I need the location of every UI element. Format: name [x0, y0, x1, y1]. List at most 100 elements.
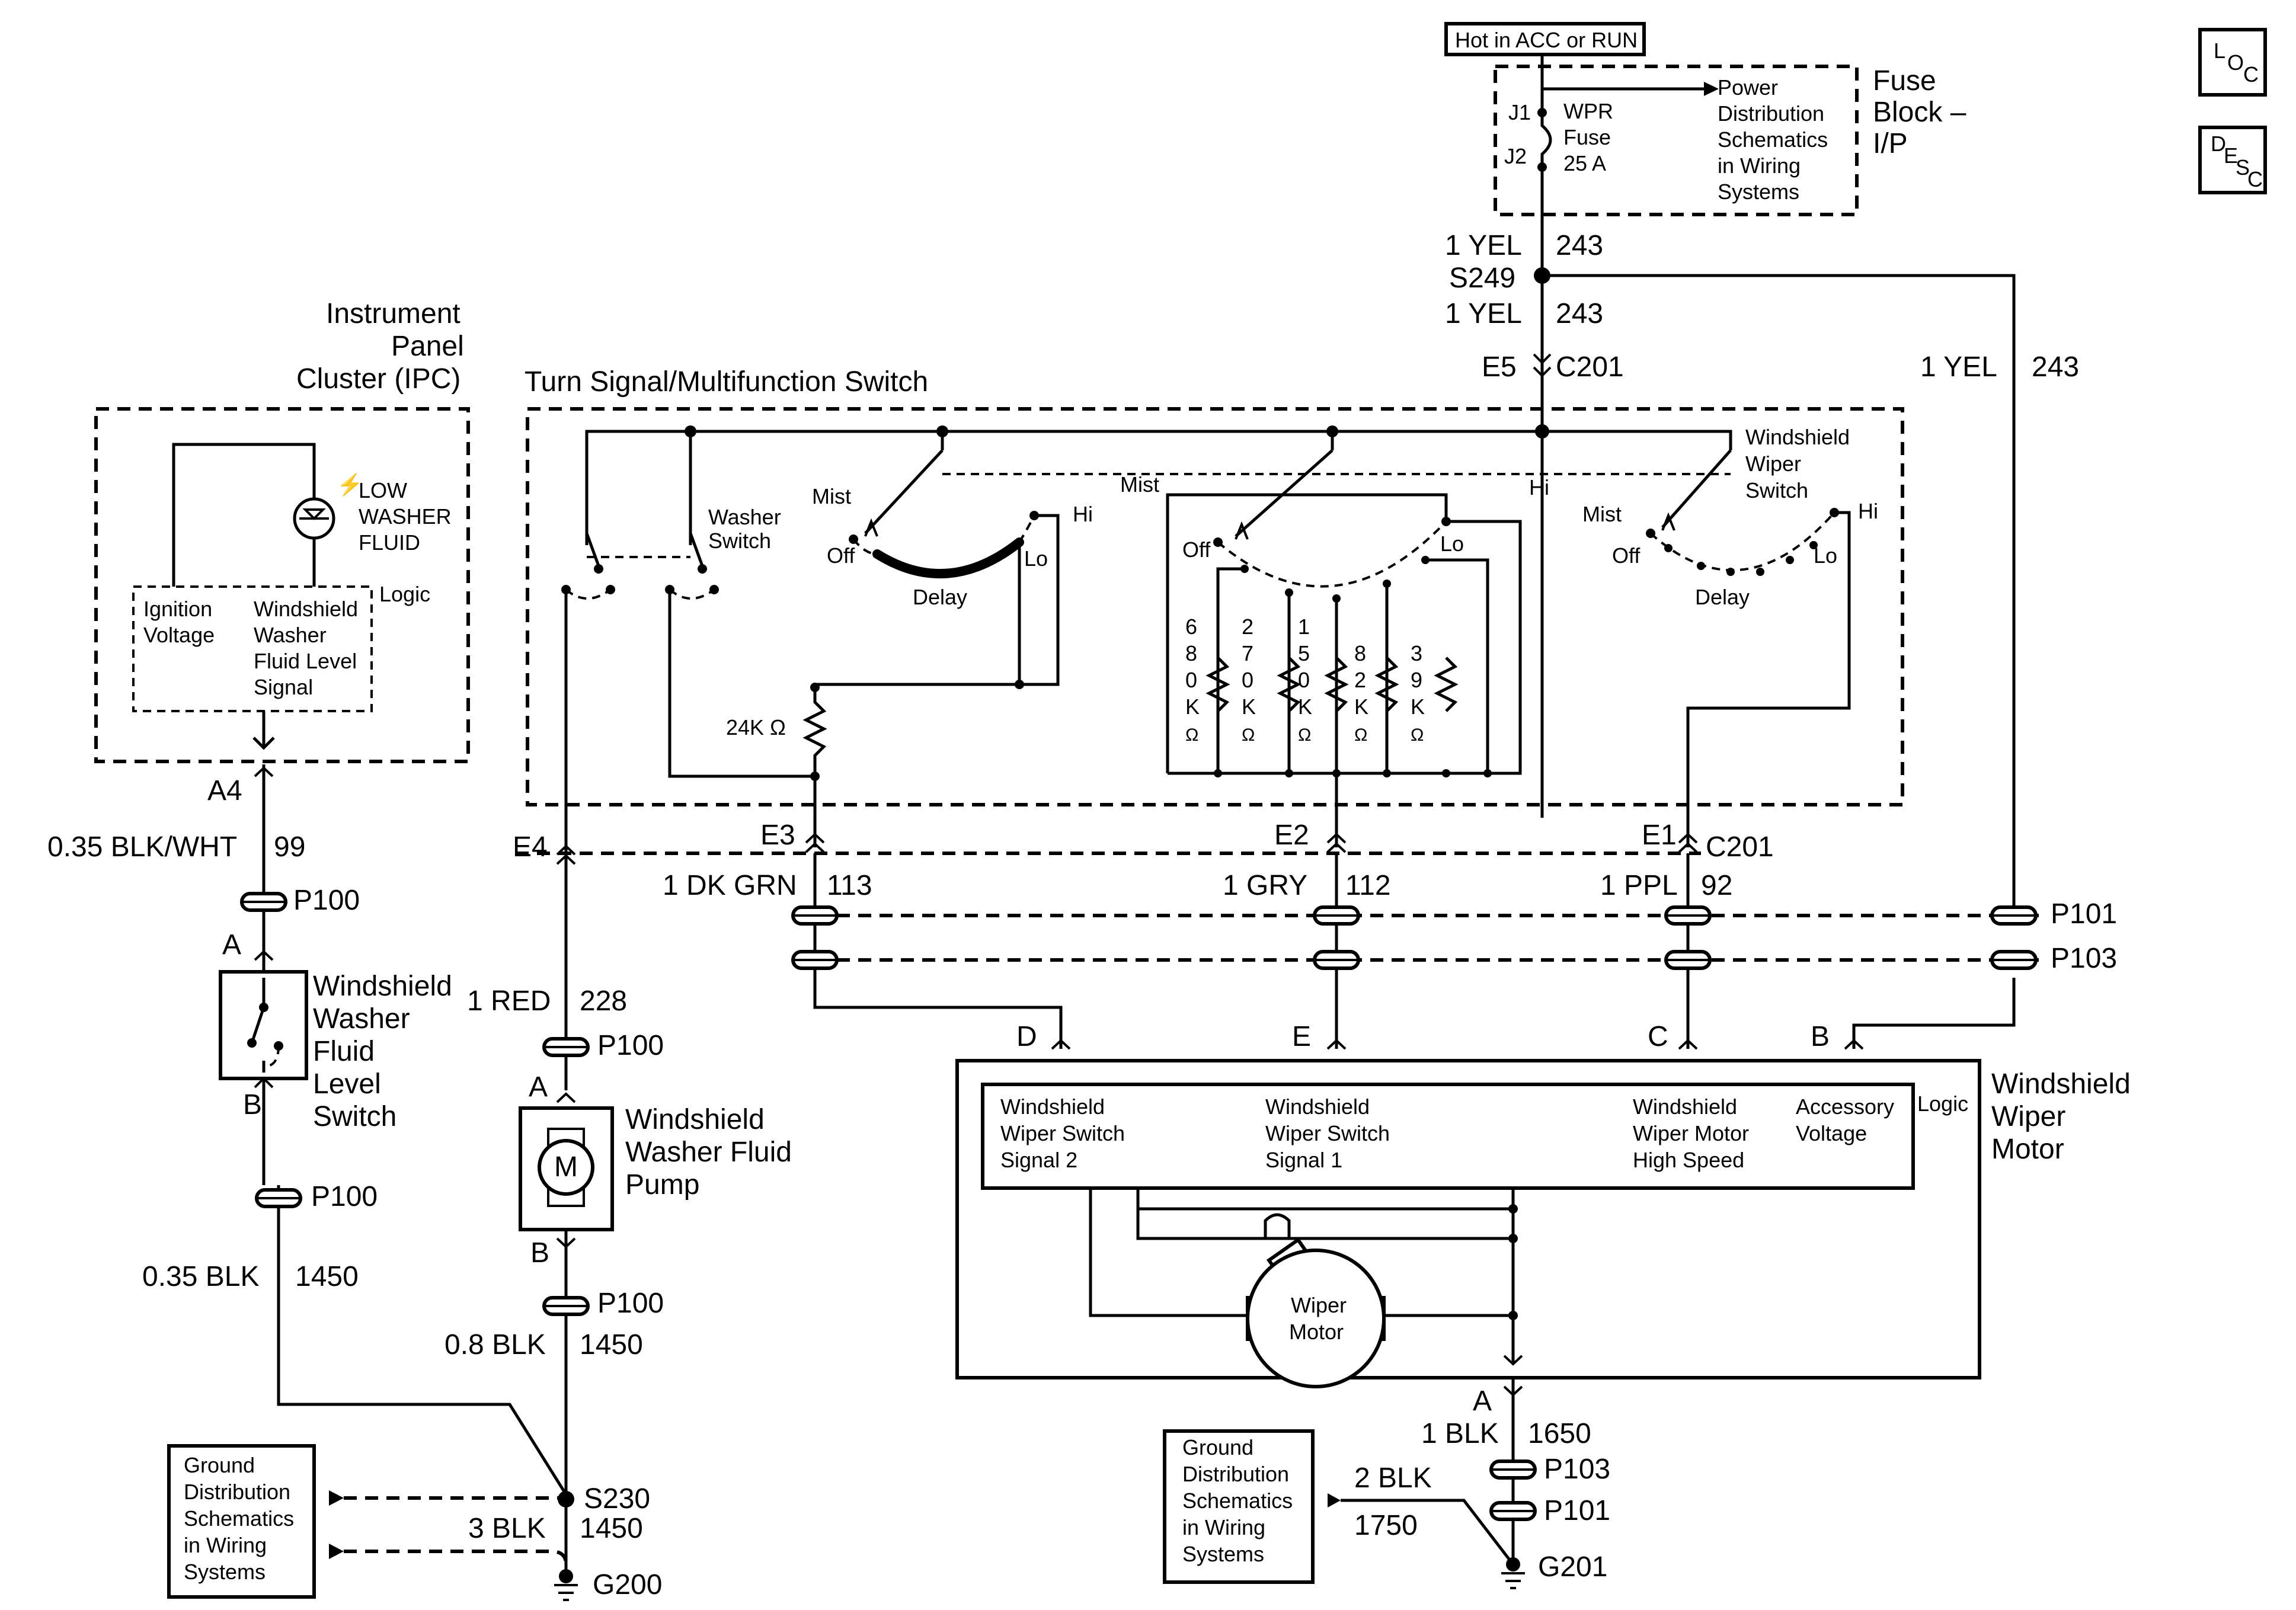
wires-c1450b-label: 1450: [580, 1329, 643, 1361]
hot-label: Hot in ACC or RUN: [1455, 28, 1638, 52]
wires-c99-label: 99: [274, 831, 305, 863]
ground-right-t5-label: Systems: [1182, 1542, 1264, 1566]
j2-label: J2: [1504, 144, 1527, 168]
multifunction-wiper-1-label: Windshield: [1745, 425, 1850, 449]
j1-label: J1: [1508, 100, 1531, 124]
resistor-ladder: 6 8 0 K Ω 2 7 0 K Ω 1 5 0 K Ω 8 2 K Ω 3 …: [1185, 614, 1459, 745]
label-label: O: [2227, 50, 2244, 75]
multifunction-r1-0-label: 6: [1185, 614, 1197, 639]
multifunction-r2-3-label: K: [1242, 694, 1256, 719]
wiper-motor-title-2-label: Wiper: [1991, 1101, 2065, 1132]
pump-pin-b-label: B: [530, 1237, 549, 1269]
multifunction-delay-label: Delay: [913, 585, 967, 609]
instrument-panel-cluster: Instrument Panel Cluster (IPC) ⚡ LOW WAS…: [94, 298, 470, 763]
multifunction-r1-2-label: 0: [1185, 668, 1197, 692]
multifunction-off-label: Off: [1612, 543, 1641, 568]
splice-s249: S249: [1449, 263, 1515, 294]
wiper-motor-acc-1-label: Accessory: [1796, 1094, 1894, 1119]
resistor-24k: 24K Ω: [726, 715, 786, 740]
label-label: S: [2236, 155, 2250, 180]
feed-pin-label: E5: [1482, 351, 1517, 383]
connectors-p103-label: P103: [2051, 943, 2117, 974]
ipc-ign-1-label: Ignition: [143, 597, 212, 621]
p101-p103-connectors: P101 P103: [791, 898, 2117, 974]
wiper-motor-title-3-label: Motor: [1991, 1134, 2064, 1165]
wire-243-accessory: [1542, 274, 2016, 1049]
wires-c92-label: 92: [1701, 870, 1732, 901]
wire-1650: A 1 BLK 1650 P103 P101 G201: [1421, 1378, 1610, 1589]
wires-w112-label: 1 GRY: [1223, 870, 1307, 901]
wiper-motor-s1-1-label: Windshield: [1265, 1094, 1370, 1119]
wiper-motor-s2-3-label: Signal 2: [1000, 1148, 1077, 1172]
connectors-c201-label: C201: [1706, 831, 1774, 863]
wiper-motor-s2-1-label: Windshield: [1000, 1094, 1105, 1119]
multifunction-lo-label: Lo: [1024, 546, 1048, 571]
multifunction-r2-1-label: 7: [1242, 641, 1253, 665]
wires-w113-label: 1 DK GRN: [663, 870, 797, 901]
ground-distribution-right: Ground Distribution Schematics in Wiring…: [1163, 1429, 1514, 1584]
desc-button[interactable]: D E S C: [2198, 126, 2267, 194]
pump-pin-a-label: A: [529, 1071, 548, 1103]
wires-c112-label: 112: [1345, 870, 1391, 901]
feed-wire-right-label: 1 YEL: [1920, 351, 1997, 383]
splice-s230: S230: [584, 1483, 650, 1515]
wires-w1450a-label: 0.35 BLK: [142, 1261, 259, 1292]
fuse-block-title-3: I/P: [1873, 128, 1908, 159]
multifunction-mist-label: Mist: [812, 484, 851, 508]
ground-distribution-left: Ground Distribution Schematics in Wiring…: [167, 1444, 568, 1599]
wiper-motor-motor-1-label: Wiper: [1291, 1293, 1347, 1317]
ipc-sig-2-label: Washer: [254, 623, 327, 647]
multifunction-washer-2-label: Switch: [708, 529, 771, 553]
ipc-lamp-3-label: FLUID: [359, 530, 420, 555]
wiper-motor-pin-a-label: A: [1473, 1385, 1492, 1417]
connectors-p100-label: P100: [597, 1030, 664, 1061]
ground-left-t4-label: in Wiring: [184, 1533, 267, 1557]
wires-w1450c-label: 3 BLK: [468, 1513, 546, 1544]
washer-fluid-pump: M Windshield Washer Fluid Pump B: [519, 1104, 792, 1269]
multifunction-mist-label: Mist: [1582, 502, 1622, 526]
ground-left-t1-label: Ground: [184, 1453, 255, 1477]
ground-right-t2-label: Distribution: [1182, 1462, 1289, 1486]
pump-t3-label: Pump: [625, 1169, 699, 1201]
wiper-motor-hs-1-label: Windshield: [1633, 1094, 1737, 1119]
pump-motor-icon: M: [554, 1151, 578, 1183]
connectors-p103-label: P103: [1544, 1454, 1610, 1485]
wiper-motor-hs-3-label: High Speed: [1633, 1148, 1744, 1172]
multifunction-r4-1-label: 2: [1354, 668, 1366, 692]
ground-right-t3-label: Schematics: [1182, 1489, 1293, 1513]
ipc-logic-label: Logic: [379, 582, 430, 606]
feed-circuit-right-label: 243: [2032, 351, 2079, 383]
power-ref-2: Distribution: [1718, 101, 1824, 126]
wire-1450-left: P100 0.35 BLK 1450: [142, 1077, 571, 1500]
wires-c113-label: 113: [827, 870, 872, 901]
wires-w1650-label: 1 BLK: [1421, 1418, 1499, 1449]
wiper-motor-hs-2-label: Wiper Motor: [1633, 1121, 1749, 1145]
connectors-e4-label: E4: [513, 831, 548, 863]
multifunction-r5-2-label: K: [1411, 694, 1425, 719]
multifunction-hi-label: Hi: [1529, 475, 1549, 500]
ipc-title-1-label: Instrument: [326, 298, 461, 329]
label-label: C: [2247, 167, 2263, 191]
loc-button[interactable]: L O C: [2198, 28, 2267, 97]
fuse-rating: 25 A: [1563, 151, 1606, 175]
ground-g200: G200: [593, 1569, 662, 1601]
level-switch-pin-a-label: A: [222, 929, 241, 961]
connectors-p101-label: P101: [2051, 898, 2117, 930]
label-label: L: [2214, 39, 2225, 63]
multifunction-r2-0-label: 2: [1242, 614, 1253, 639]
wires-c1750-label: 1750: [1354, 1510, 1418, 1541]
feed-conn-label: C201: [1556, 351, 1624, 383]
wiper-motor-pin-e-label: E: [1292, 1021, 1311, 1052]
power-ref-1: Power: [1718, 75, 1778, 100]
multifunction-washer-1-label: Washer: [708, 505, 781, 529]
multifunction-mist-label: Mist: [1120, 472, 1159, 497]
wiper-motor-motor-2-label: Motor: [1289, 1320, 1344, 1344]
level-switch-pin-b-label: B: [243, 1089, 262, 1121]
wire-228: 1 RED 228 P100 A: [467, 794, 664, 1103]
label-label: E: [2224, 143, 2238, 168]
ground-left-t5-label: Systems: [184, 1560, 266, 1584]
wiper-motor-s2-2-label: Wiper Switch: [1000, 1121, 1125, 1145]
low-washer-fluid-icon: ⚡: [337, 472, 363, 497]
ipc-title-3-label: Cluster (IPC): [296, 363, 461, 395]
pump-t2-label: Washer Fluid: [625, 1137, 792, 1168]
